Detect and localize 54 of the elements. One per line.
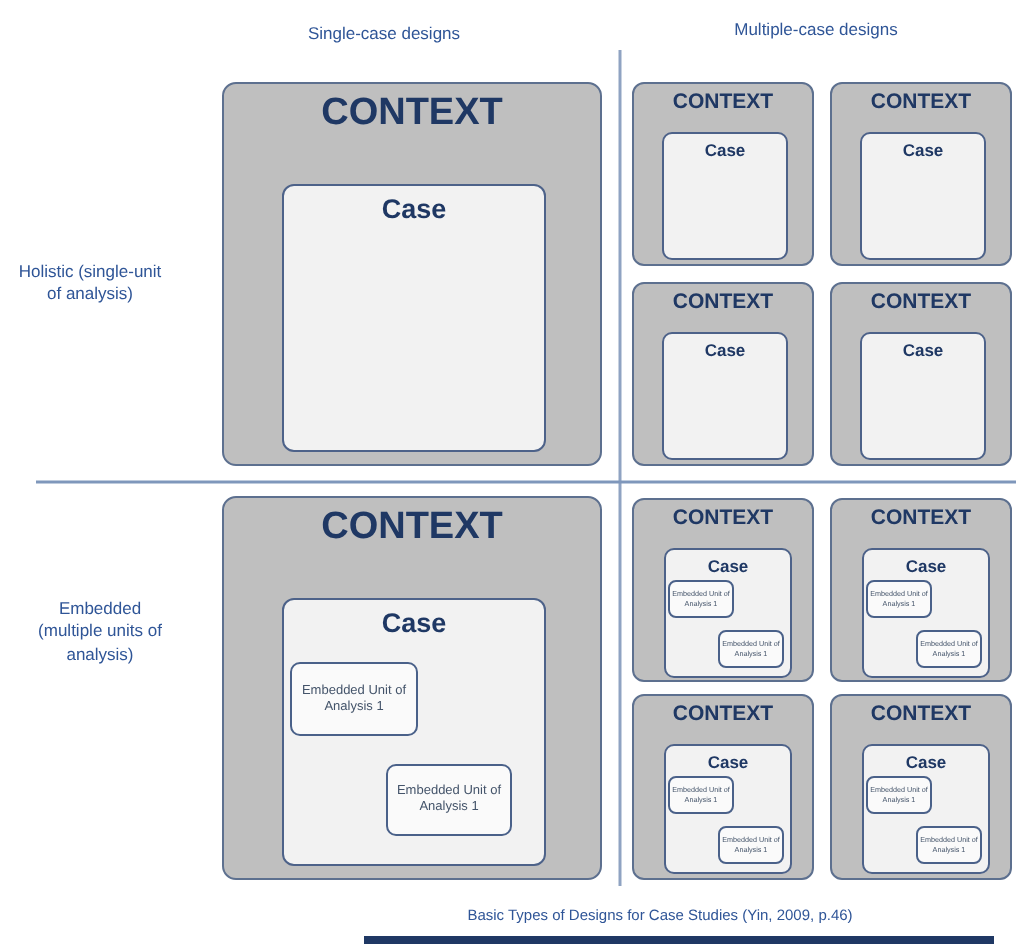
case-box [662,332,788,460]
case-box [664,548,792,678]
case-box [664,744,792,874]
context-box [830,694,1012,880]
context-heading: CONTEXT [870,704,972,725]
context-box [632,282,814,466]
context-heading: CONTEXT [870,292,972,313]
case-box [862,548,990,678]
context-box [222,82,602,466]
case-heading: Case [905,558,947,575]
embedded-unit-box [718,826,784,864]
embedded-unit-box [668,776,734,814]
case-heading: Case [704,342,746,359]
context-box [830,498,1012,682]
case-box [862,744,990,874]
case-heading: Case [902,142,944,159]
case-box [860,132,986,260]
row-heading: Holistic (single-unit of analysis) [16,261,164,307]
case-heading: Case [902,342,944,359]
embedded-unit-box [386,764,512,836]
context-box [632,498,814,682]
embedded-unit-box [866,776,932,814]
case-heading: Case [381,610,447,637]
context-heading: CONTEXT [672,508,774,529]
embedded-unit-box [718,630,784,668]
embedded-unit-box [916,826,982,864]
context-box [632,82,814,266]
embedded-unit-box [668,580,734,618]
context-box [632,694,814,880]
case-box [860,332,986,460]
case-heading: Case [905,754,947,771]
context-heading: CONTEXT [870,92,972,113]
context-box [222,496,602,880]
row-heading: Embedded (multiple units of analysis) [36,597,164,667]
case-box [282,598,546,866]
context-heading: CONTEXT [870,508,972,529]
context-heading: CONTEXT [672,704,774,725]
context-box [830,282,1012,466]
case-heading: Case [381,196,447,223]
embedded-unit-box [916,630,982,668]
context-heading: CONTEXT [672,92,774,113]
context-heading: CONTEXT [672,292,774,313]
context-heading: CONTEXT [321,508,503,546]
embedded-unit-box [866,580,932,618]
context-heading: CONTEXT [321,94,503,132]
case-box [282,184,546,452]
embedded-unit-box [290,662,418,736]
case-heading: Case [707,754,749,771]
column-heading: Single-case designs [305,22,463,46]
case-box [662,132,788,260]
column-heading: Multiple-case designs [732,18,900,42]
case-heading: Case [704,142,746,159]
context-box [830,82,1012,266]
case-heading: Case [707,558,749,575]
